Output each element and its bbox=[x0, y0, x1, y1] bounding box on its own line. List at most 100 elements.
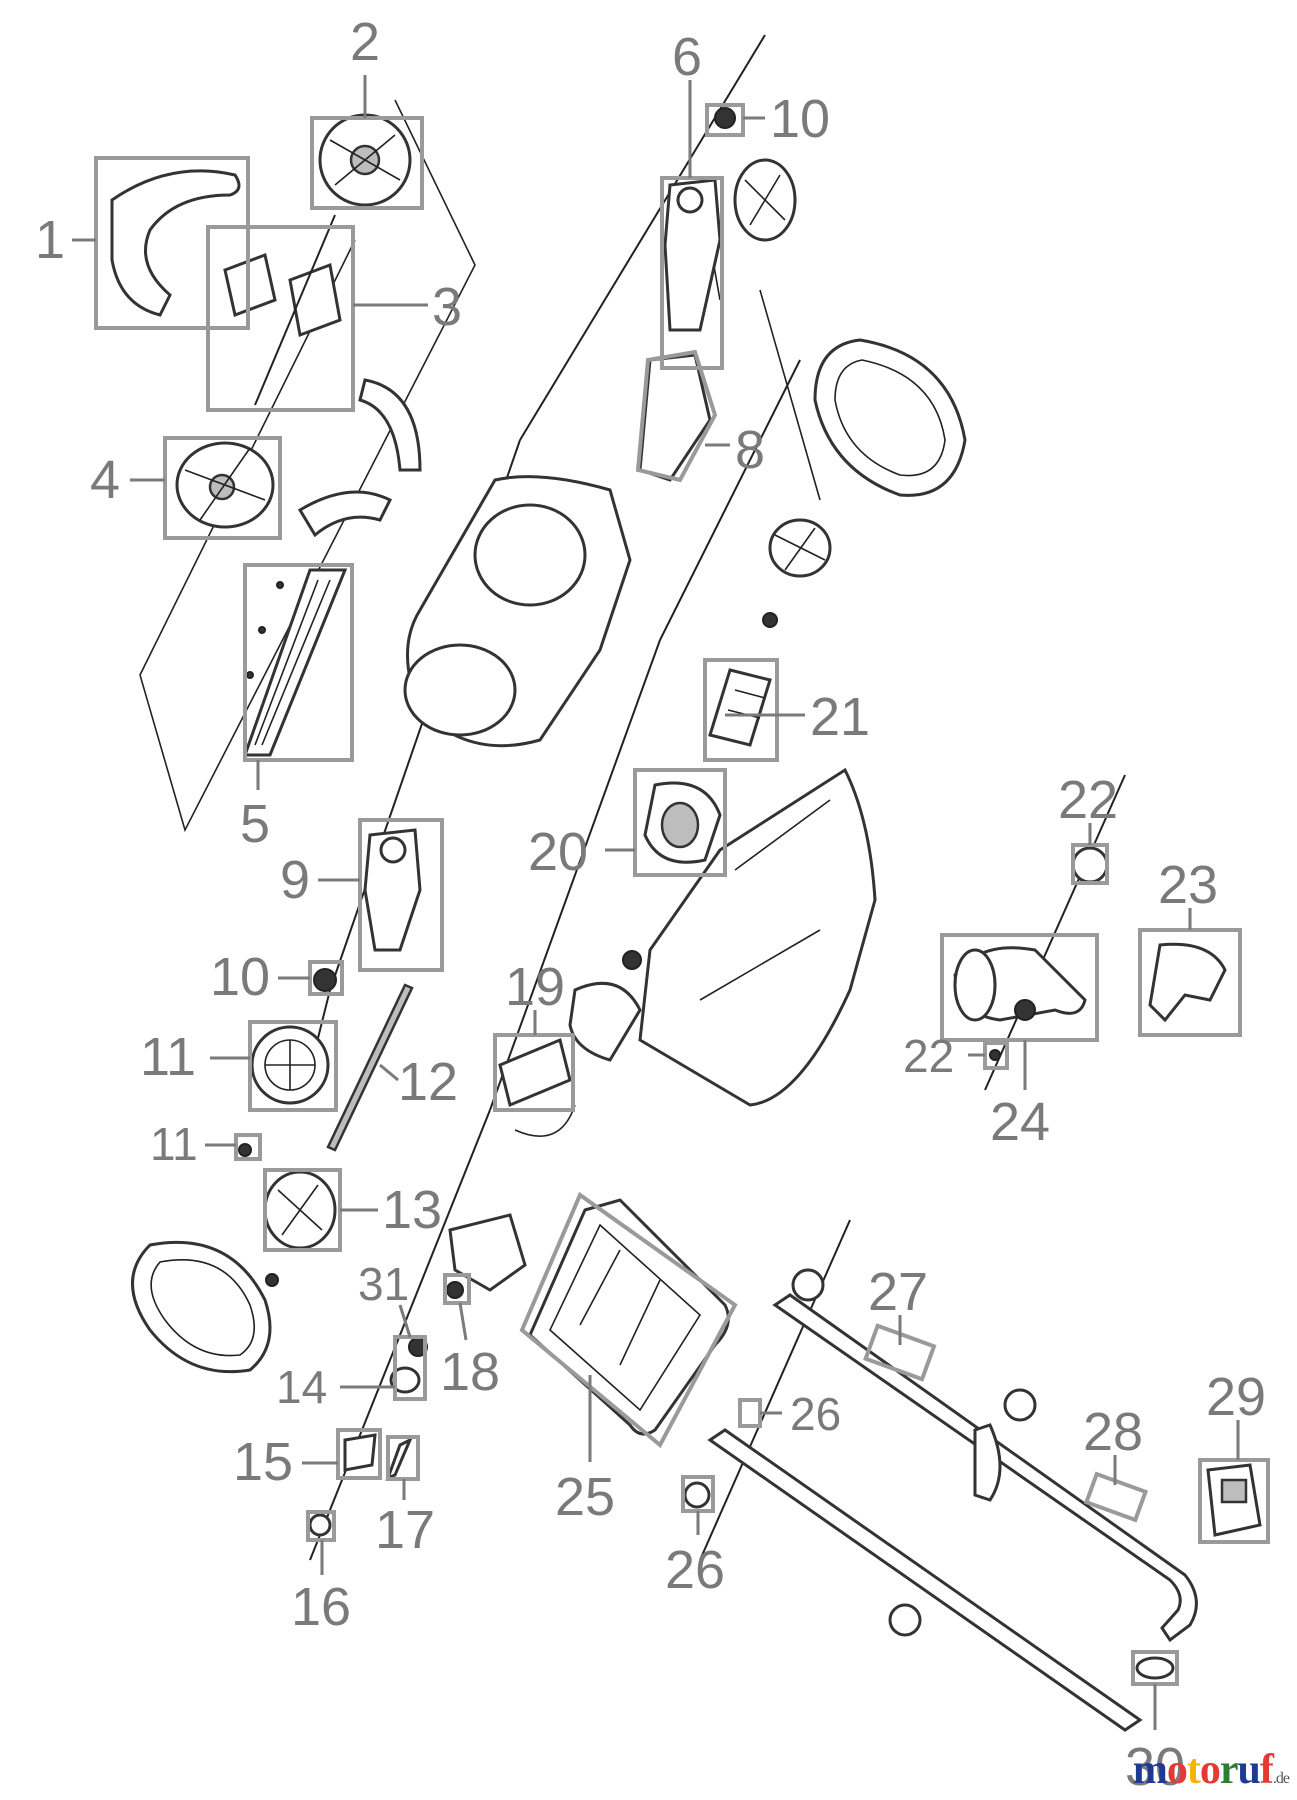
callout-4: 4 bbox=[90, 450, 120, 510]
part-24-cup-rim bbox=[953, 948, 997, 1022]
part-18-nut bbox=[446, 1281, 464, 1299]
motor-housing bbox=[638, 767, 877, 1107]
callout-box-25 bbox=[519, 1191, 738, 1449]
callout-box-9 bbox=[358, 818, 444, 972]
callout-24: 24 bbox=[990, 1092, 1050, 1152]
callout-3: 3 bbox=[432, 277, 462, 337]
part-8-clip bbox=[638, 353, 712, 482]
callout-11-lower: 11 bbox=[150, 1118, 198, 1170]
callout-27: 27 bbox=[868, 1262, 928, 1322]
callout-box-20 bbox=[633, 768, 727, 877]
part-guard-lower bbox=[297, 490, 393, 538]
part-15-switch-lever bbox=[343, 1433, 377, 1472]
callout-12: 12 bbox=[398, 1052, 458, 1112]
bearing-mid bbox=[622, 950, 642, 970]
watermark-logo: motoruf.de bbox=[1132, 1747, 1290, 1793]
part-19-switch bbox=[498, 1037, 572, 1108]
leader-12 bbox=[379, 1063, 399, 1082]
callout-box-6 bbox=[660, 176, 724, 370]
callout-21: 21 bbox=[810, 687, 870, 747]
part-22-screw bbox=[989, 1049, 1001, 1061]
callout-11-upper: 11 bbox=[140, 1027, 196, 1087]
callout-10-upper: 10 bbox=[770, 89, 830, 149]
callout-6: 6 bbox=[672, 27, 702, 87]
knob-mid bbox=[1003, 1388, 1037, 1422]
part-11-pulley-spokes bbox=[265, 1040, 315, 1090]
part-25-rung bbox=[579, 1249, 621, 1326]
part-25-rung bbox=[619, 1279, 661, 1366]
callout-box-29 bbox=[1198, 1458, 1270, 1544]
cover-lower-left bbox=[131, 1240, 272, 1374]
callout-box-11-lower bbox=[234, 1133, 262, 1161]
part-19-end-cap bbox=[568, 981, 642, 1062]
callout-box-26-upper bbox=[738, 1398, 762, 1428]
callout-26-upper: 26 bbox=[790, 1388, 841, 1440]
part-13-washer bbox=[265, 1273, 279, 1287]
callout-17: 17 bbox=[375, 1500, 435, 1560]
construction-lines-left bbox=[139, 99, 476, 833]
callout-10-lower: 10 bbox=[210, 947, 270, 1007]
part-5-grille-lines bbox=[254, 579, 331, 746]
callout-1: 1 bbox=[35, 210, 65, 270]
part-11-nut bbox=[238, 1143, 252, 1157]
callout-8: 8 bbox=[735, 420, 765, 480]
main-housing-opening-lower bbox=[403, 643, 517, 737]
part-6-gear-teeth bbox=[744, 174, 786, 226]
callout-box-4 bbox=[163, 436, 282, 540]
part-10-upper-bearing bbox=[714, 107, 736, 129]
motor-housing-detail bbox=[699, 799, 831, 1001]
callout-box-5 bbox=[243, 563, 354, 762]
axis-upper bbox=[519, 34, 766, 441]
callout-box-3 bbox=[206, 225, 355, 412]
callout-box-24 bbox=[940, 933, 1099, 1042]
part-9-bracket bbox=[363, 828, 422, 952]
callout-26-lower: 26 bbox=[665, 1540, 725, 1600]
callout-13: 13 bbox=[382, 1180, 442, 1240]
callout-14: 14 bbox=[276, 1361, 327, 1413]
cover-upper-right bbox=[813, 338, 967, 497]
callout-20: 20 bbox=[528, 822, 588, 882]
part-25-frame-inner bbox=[549, 1223, 702, 1412]
callout-box-8 bbox=[635, 349, 718, 483]
callout-box-10-upper bbox=[705, 103, 745, 137]
axis-handle bbox=[699, 1219, 851, 1561]
bearing-small bbox=[762, 612, 778, 628]
cover-upper-right-inner bbox=[834, 359, 946, 477]
axis-right bbox=[984, 774, 1126, 1091]
callout-31: 31 bbox=[358, 1258, 409, 1310]
part-24-nut bbox=[1014, 999, 1036, 1021]
callout-box-11-upper bbox=[248, 1020, 338, 1112]
callout-25: 25 bbox=[555, 1467, 615, 1527]
part-17-spring bbox=[385, 1436, 413, 1481]
callout-2: 2 bbox=[350, 12, 380, 72]
callout-box-18 bbox=[443, 1273, 471, 1305]
part-23-handle-grip bbox=[1148, 942, 1227, 1023]
callout-9: 9 bbox=[280, 850, 310, 910]
part-14-bushing bbox=[389, 1366, 421, 1394]
leader-31 bbox=[398, 1304, 412, 1338]
part-22-knob bbox=[1071, 846, 1109, 884]
part-3-shaft bbox=[254, 214, 336, 406]
callout-box-27 bbox=[863, 1323, 937, 1382]
part-1-guard bbox=[110, 169, 241, 317]
callout-box-21 bbox=[703, 658, 779, 762]
motor-plate bbox=[448, 1213, 527, 1292]
callout-5: 5 bbox=[240, 794, 270, 854]
part-4-spokes bbox=[184, 447, 266, 521]
callout-22-lower: 22 bbox=[903, 1030, 954, 1082]
callout-18: 18 bbox=[440, 1342, 500, 1402]
screw bbox=[258, 626, 266, 634]
handle-tube-lower bbox=[707, 1428, 1143, 1732]
callout-box-2 bbox=[310, 116, 424, 210]
handle-tube-upper bbox=[772, 1293, 1198, 1643]
part-19-spring bbox=[514, 1104, 576, 1137]
callout-22-upper: 22 bbox=[1058, 770, 1118, 830]
knob-upper bbox=[791, 1268, 825, 1302]
callout-19: 19 bbox=[505, 957, 565, 1017]
callout-29: 29 bbox=[1206, 1367, 1266, 1427]
cover-lower-left-inner bbox=[150, 1259, 256, 1357]
part-9-hole bbox=[379, 836, 407, 864]
leader-18 bbox=[458, 1302, 468, 1341]
part-3-blade-right bbox=[288, 262, 342, 338]
part-16-knob bbox=[308, 1513, 332, 1537]
